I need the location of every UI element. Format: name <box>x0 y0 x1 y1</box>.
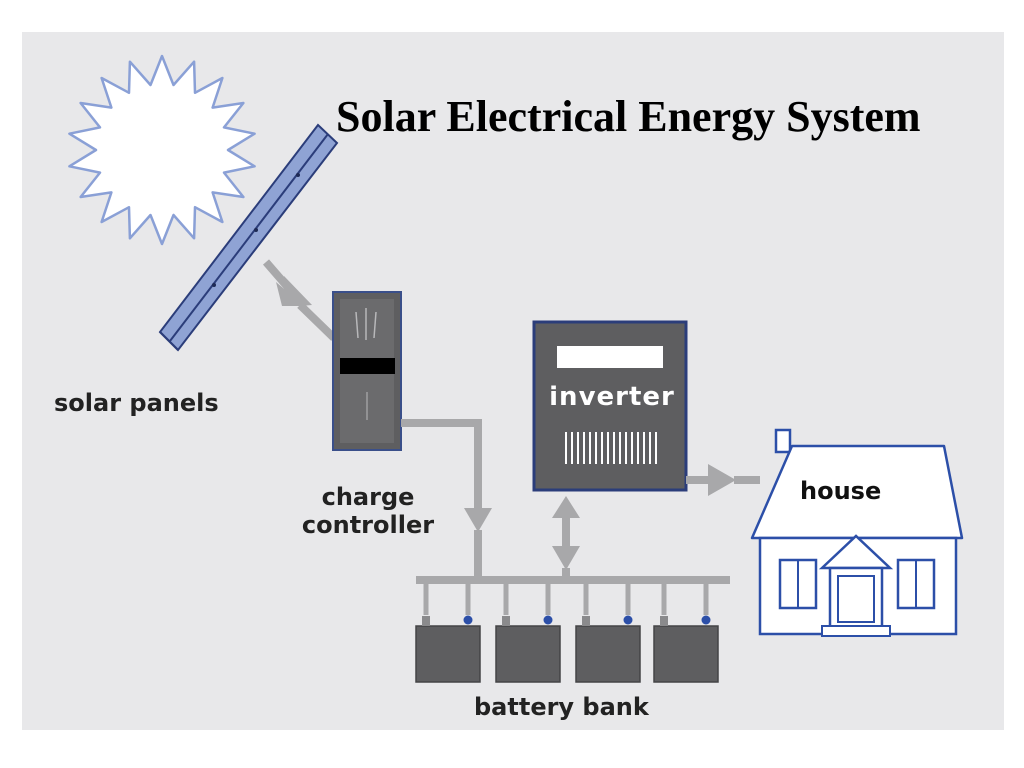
inverter <box>532 320 688 492</box>
flow-arrow-panel-to-controller <box>262 259 337 341</box>
battery <box>415 580 481 683</box>
charge-controller <box>332 291 402 451</box>
charge-controller-label: charge controller <box>288 483 448 539</box>
page-title: Solar Electrical Energy System <box>336 92 921 141</box>
charge-controller-label-line2: controller <box>301 510 435 539</box>
house-icon <box>750 428 964 637</box>
house-label: house <box>800 477 882 505</box>
sun-icon <box>68 54 256 246</box>
solar-panel <box>158 123 339 352</box>
inverter-vent-grille <box>565 432 657 464</box>
inverter-label: inverter <box>549 382 675 412</box>
battery <box>575 580 641 683</box>
charge-controller-label-line1: charge <box>321 483 415 511</box>
flow-arrow-inverter-to-house <box>686 464 760 496</box>
battery <box>653 580 719 683</box>
battery-bank-label: battery bank <box>474 693 649 721</box>
flow-arrow-controller-to-battery <box>401 419 492 578</box>
battery <box>495 580 561 683</box>
battery-bank <box>415 576 730 683</box>
solar-panels-label: solar panels <box>54 389 219 417</box>
